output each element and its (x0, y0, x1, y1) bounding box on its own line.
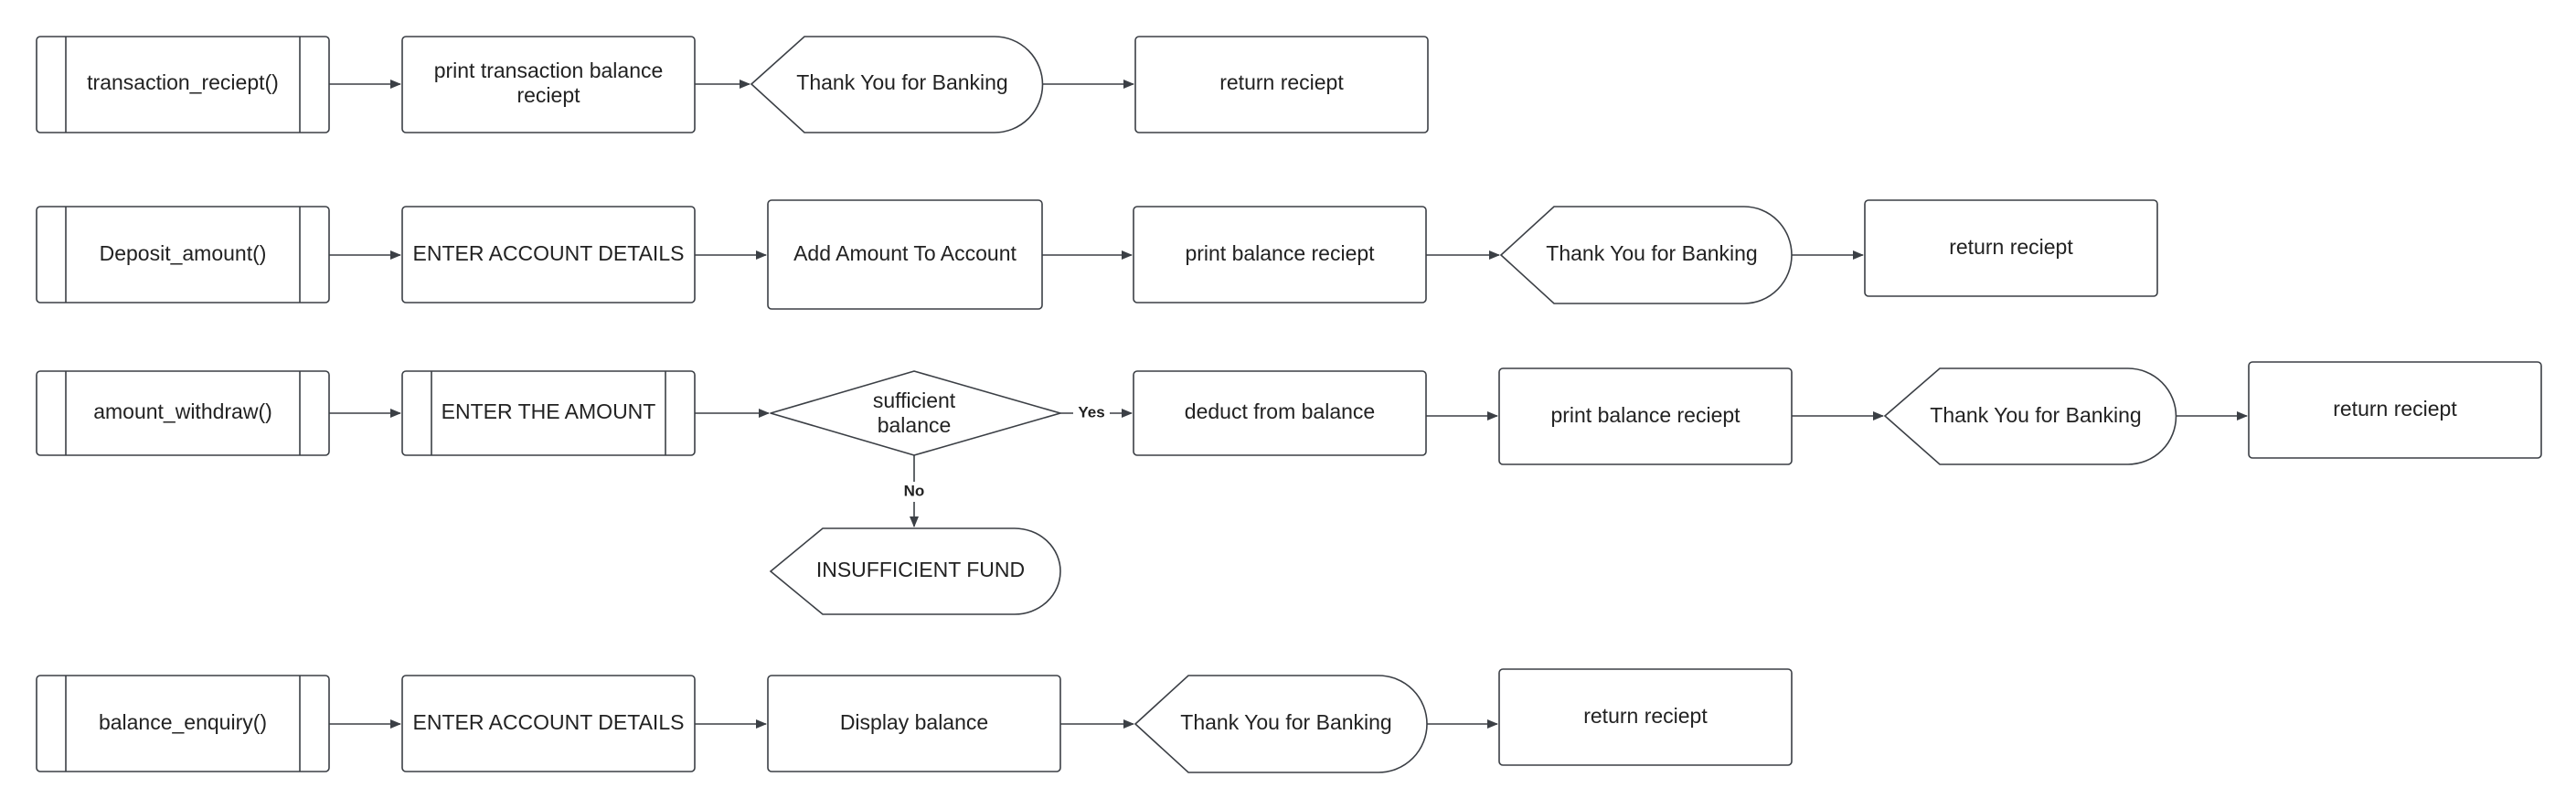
node-label: transaction_reciept() (87, 70, 279, 94)
display-insufficient-fund[interactable]: INSUFFICIENT FUND (769, 527, 1061, 615)
node-label: ENTER THE AMOUNT (442, 399, 656, 423)
process-return-reciept[interactable]: return reciept (1498, 668, 1793, 766)
subroutine-deposit-amount[interactable]: Deposit_amount() (36, 206, 330, 303)
node-label: deduct from balance (1185, 399, 1375, 423)
node-label: INSUFFICIENT FUND (816, 558, 1025, 581)
node-label-line2: balance (878, 413, 952, 437)
node-label: ENTER ACCOUNT DETAILS (413, 241, 685, 265)
node-label-line1: sufficient (873, 389, 956, 412)
node-label: return reciept (2333, 397, 2457, 420)
display-thank-you[interactable]: Thank You for Banking (1134, 675, 1428, 773)
display-thank-you[interactable]: Thank You for Banking (1883, 367, 2177, 465)
no-label: No (904, 482, 925, 499)
node-label: return reciept (1583, 704, 1708, 728)
subroutine-amount-withdraw[interactable]: amount_withdraw() (36, 370, 330, 456)
subroutine-enter-the-amount[interactable]: ENTER THE AMOUNT (401, 370, 696, 456)
process-enter-account-details[interactable]: ENTER ACCOUNT DETAILS (401, 675, 696, 772)
process-return-reciept[interactable]: return reciept (1134, 36, 1429, 133)
node-label: Display balance (840, 710, 988, 734)
subroutine-transaction-reciept[interactable]: transaction_reciept() (36, 36, 330, 133)
decision-sufficient-balance[interactable]: sufficient balance (770, 370, 1061, 456)
edge-label-yes: Yes (1073, 403, 1110, 423)
edge-label-no: No (899, 482, 929, 502)
node-label: Thank You for Banking (1180, 710, 1391, 734)
node-label: balance_enquiry() (99, 710, 267, 734)
process-display-balance[interactable]: Display balance (767, 675, 1061, 772)
flow-deposit-amount: Deposit_amount() ENTER ACCOUNT DETAILS A… (36, 199, 2158, 310)
node-label: return reciept (1949, 235, 2073, 259)
subroutine-balance-enquiry[interactable]: balance_enquiry() (36, 675, 330, 772)
display-thank-you[interactable]: Thank You for Banking (1499, 206, 1793, 304)
node-label: Thank You for Banking (1930, 403, 2141, 427)
node-label: print balance reciept (1185, 241, 1375, 265)
process-print-transaction-balance[interactable]: print transaction balance reciept (401, 36, 696, 133)
process-deduct-balance[interactable]: deduct from balance (1133, 370, 1427, 456)
node-label: Add Amount To Account (793, 241, 1017, 265)
process-return-reciept[interactable]: return reciept (1864, 199, 2158, 297)
node-label: Thank You for Banking (1546, 241, 1757, 265)
process-enter-account-details[interactable]: ENTER ACCOUNT DETAILS (401, 206, 696, 303)
edges (329, 80, 2248, 729)
flow-balance-enquiry: balance_enquiry() ENTER ACCOUNT DETAILS … (36, 668, 1793, 773)
node-label: print balance reciept (1550, 403, 1740, 427)
node-label-line2: reciept (516, 83, 580, 107)
process-return-reciept[interactable]: return reciept (2248, 361, 2542, 459)
yes-label: Yes (1078, 403, 1104, 420)
flow-amount-withdraw: amount_withdraw() ENTER THE AMOUNT suffi… (36, 361, 2542, 615)
process-print-balance[interactable]: print balance reciept (1133, 206, 1427, 303)
node-label-line1: print transaction balance (434, 59, 664, 82)
node-label: amount_withdraw() (93, 399, 272, 423)
node-label: Thank You for Banking (796, 70, 1007, 94)
node-label: Deposit_amount() (100, 241, 267, 265)
node-label: ENTER ACCOUNT DETAILS (413, 710, 685, 734)
display-thank-you[interactable]: Thank You for Banking (750, 36, 1044, 133)
flow-transaction-reciept: transaction_reciept() print transaction … (36, 36, 1429, 133)
process-print-balance[interactable]: print balance reciept (1498, 367, 1793, 465)
node-label: return reciept (1219, 70, 1344, 94)
process-add-amount[interactable]: Add Amount To Account (767, 199, 1043, 310)
